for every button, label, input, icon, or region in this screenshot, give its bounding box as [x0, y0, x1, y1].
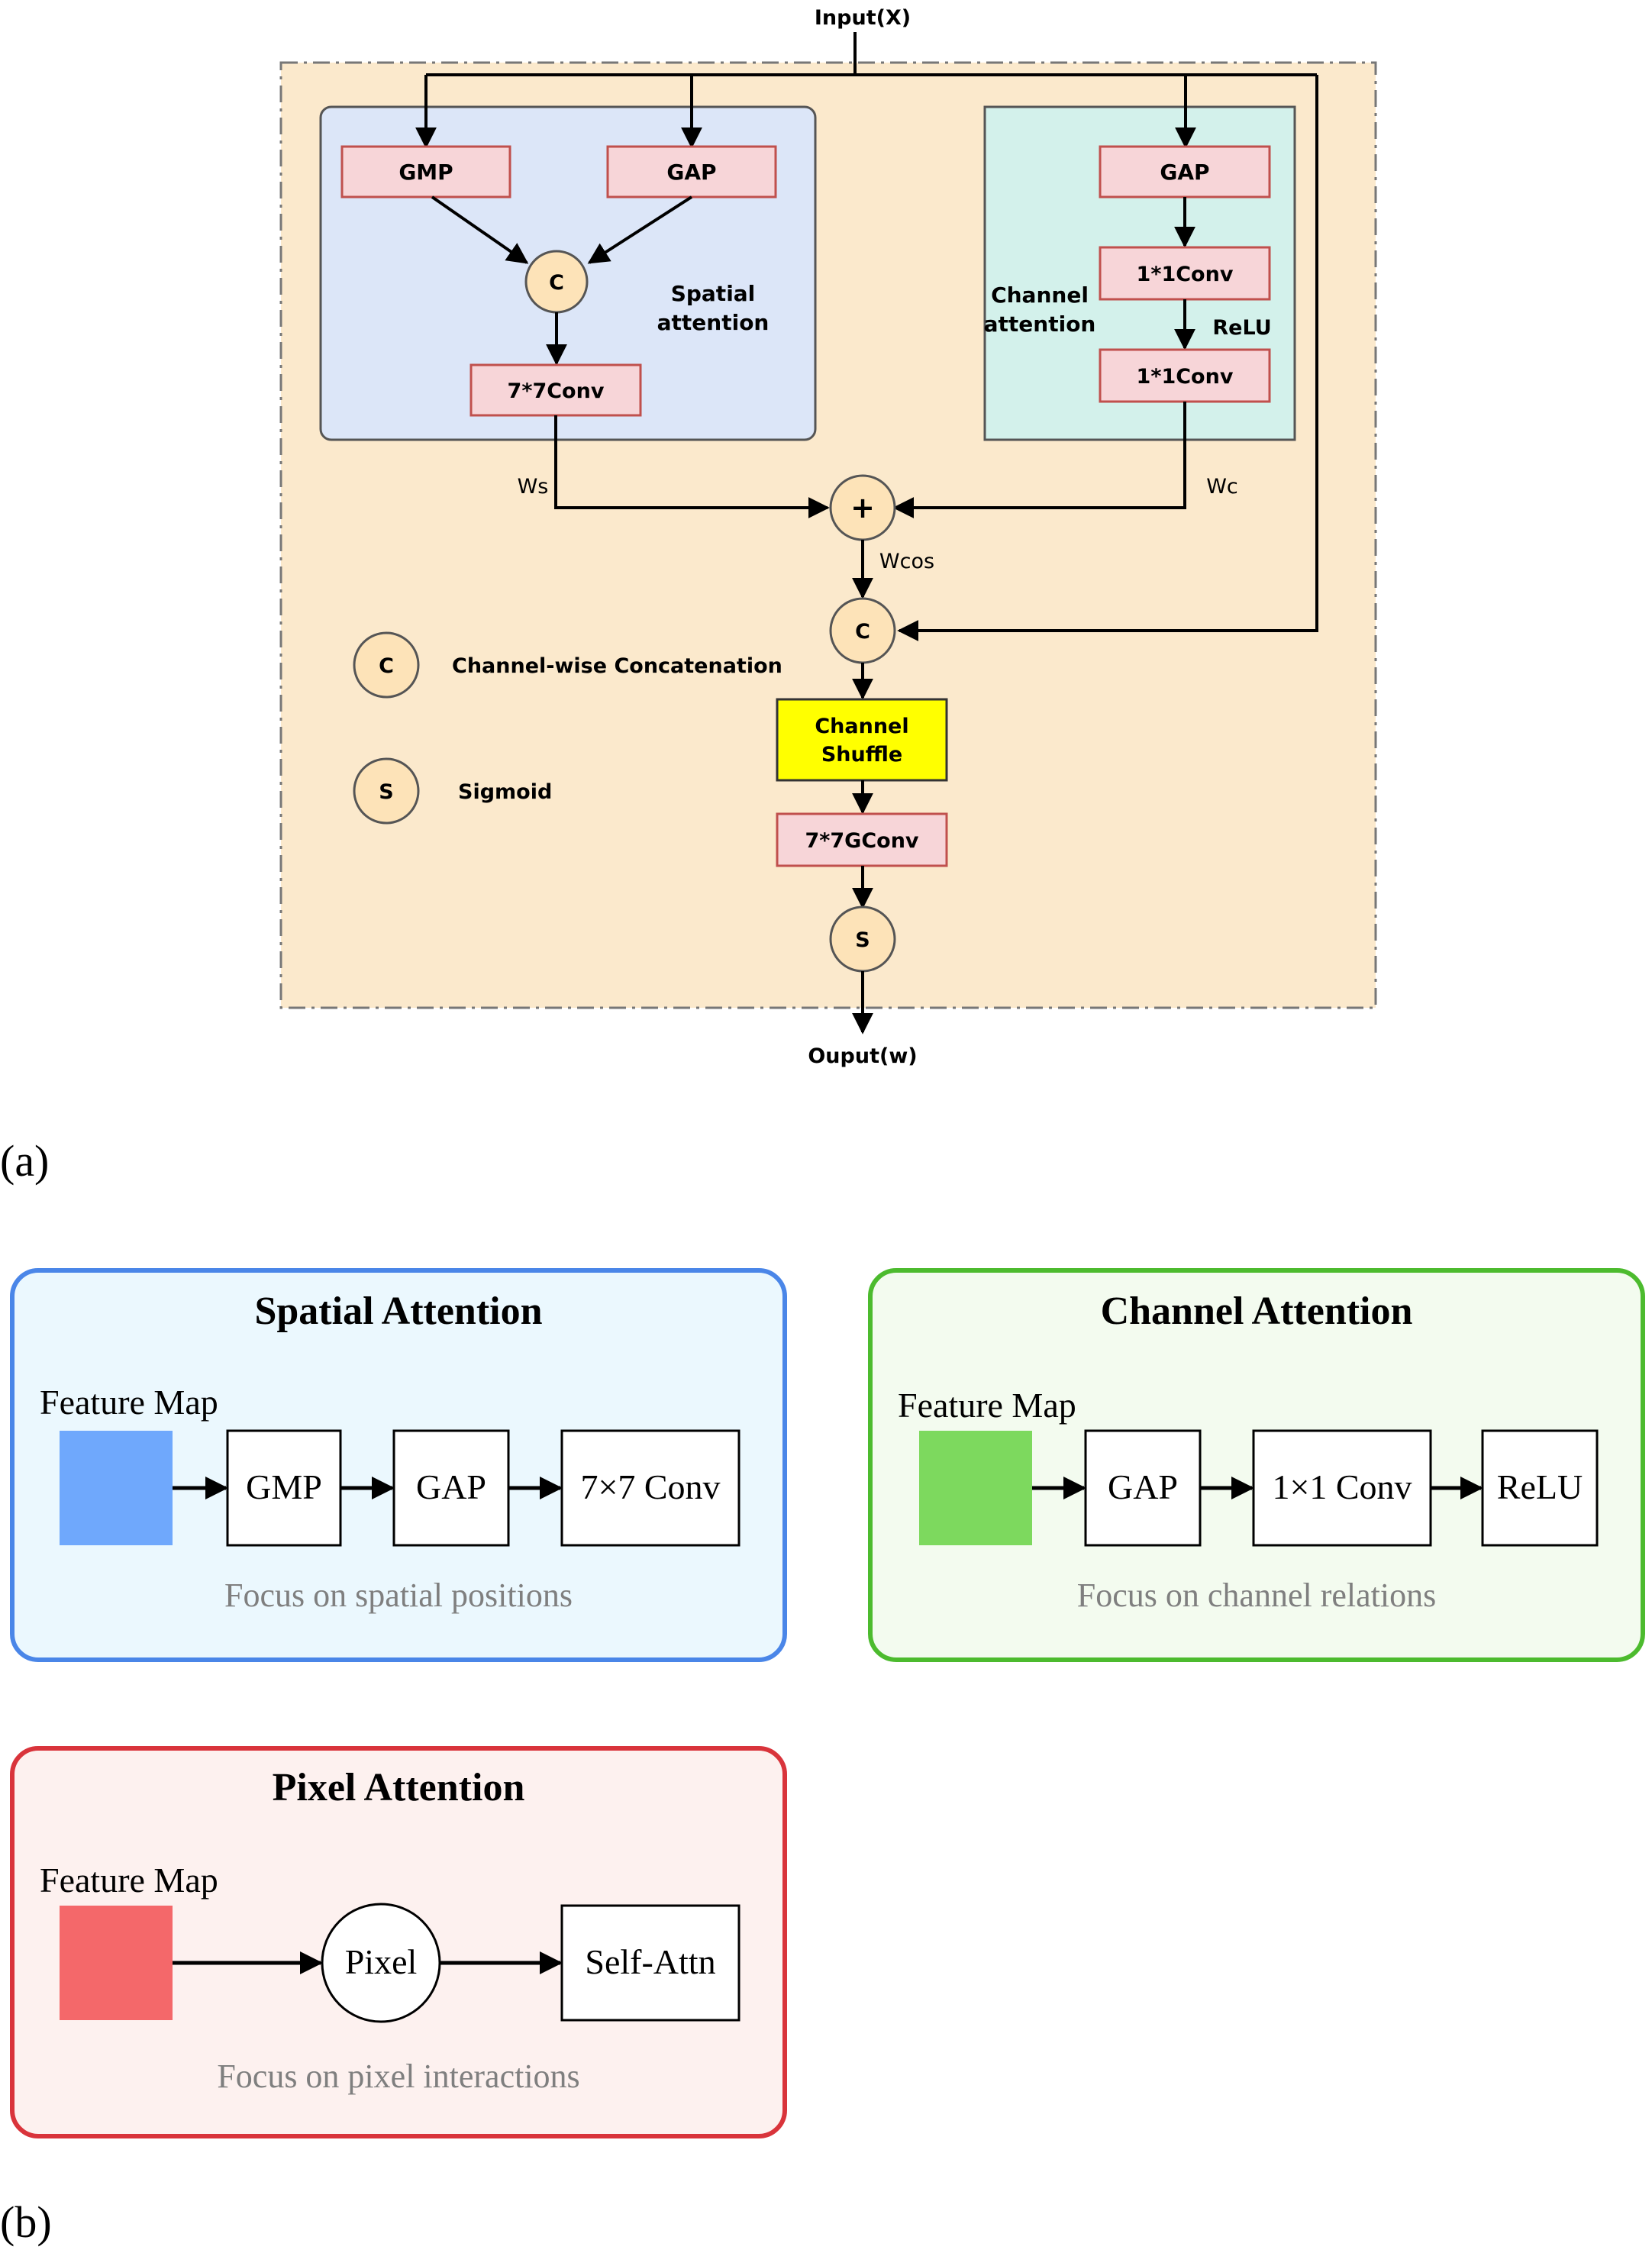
channel-card-title: Channel Attention	[1101, 1290, 1413, 1333]
spatial-gap-label: GAP	[416, 1467, 486, 1506]
wcos-label: Wcos	[879, 550, 934, 573]
pixel-selfattn-box	[560, 1904, 740, 2022]
input-label: Input(X)	[815, 6, 911, 30]
spatial-card-caption: Focus on spatial positions	[224, 1577, 573, 1614]
channel-attention-card: Channel Attention Feature Map GAP 1×1 Co…	[868, 1268, 1645, 1662]
shuffle-label-line1: Channel	[815, 715, 908, 738]
gmp-to-concat-arrow	[431, 195, 529, 264]
spatial-gmp-label: GMP	[246, 1467, 322, 1506]
gmp-block	[340, 145, 511, 199]
gmp-label: GMP	[398, 160, 453, 185]
spatial-conv-box-label: 7×7 Conv	[580, 1467, 720, 1506]
caption-a: (a)	[0, 1136, 49, 1186]
pixel-node-label: Pixel	[345, 1942, 418, 1981]
spatial-gap-box	[392, 1429, 510, 1547]
relu-label: ReLU	[1212, 316, 1271, 340]
legend-concat-text: Channel-wise Concatenation	[452, 654, 782, 678]
channel-attention-title-line2: attention	[984, 311, 1096, 337]
pixel-selfattn-label: Self-Attn	[585, 1942, 715, 1981]
sum-label: +	[850, 491, 875, 525]
channel-conv2-block	[1099, 348, 1271, 403]
spatial-feature-label: Feature Map	[40, 1383, 218, 1422]
channel-conv-box	[1252, 1429, 1432, 1547]
spatial-feature-map	[60, 1431, 173, 1545]
channel-shuffle-block	[776, 698, 948, 782]
ws-label: Ws	[518, 475, 549, 499]
channel-relu-box	[1481, 1429, 1599, 1547]
final-concat-label: C	[855, 620, 870, 644]
gap-block	[606, 145, 777, 199]
shuffle-label-line2: Shuffle	[821, 743, 902, 767]
channel-feature-map	[919, 1431, 1032, 1545]
sigmoid-label: S	[855, 928, 870, 952]
caption-b: (b)	[0, 2197, 52, 2247]
panel-a: Input(X) GMP GAP C Spatial attention 7*7…	[279, 6, 1377, 1068]
legend-concat-symbol	[353, 631, 420, 699]
legend-sigmoid-text: Sigmoid	[458, 780, 552, 804]
channel-conv1-label: 1*1Conv	[1137, 263, 1234, 286]
gap-label: GAP	[666, 160, 716, 185]
channel-conv1-block	[1099, 246, 1271, 301]
gconv-label: 7*7GConv	[805, 829, 918, 853]
spatial-gmp-box	[226, 1429, 342, 1547]
channel-conv-box-label: 1×1 Conv	[1272, 1467, 1412, 1506]
pixel-feature-map	[60, 1906, 173, 2020]
spatial-conv-box	[560, 1429, 740, 1547]
gconv-block	[776, 812, 948, 867]
pixel-card-title: Pixel Attention	[273, 1766, 525, 1809]
wc-label: Wc	[1206, 475, 1238, 499]
wc-path	[892, 402, 1186, 518]
input-skip-line	[897, 75, 1318, 641]
spatial-conv-label: 7*7Conv	[508, 379, 605, 403]
channel-card-caption: Focus on channel relations	[1077, 1577, 1436, 1614]
output-label: Ouput(w)	[808, 1044, 917, 1068]
gap-to-concat-arrow	[587, 195, 693, 264]
spatial-card-title: Spatial Attention	[254, 1290, 542, 1333]
pixel-feature-label: Feature Map	[40, 1861, 218, 1900]
spatial-attention-title-line2: attention	[657, 310, 770, 335]
legend-sigmoid-letter: S	[379, 780, 393, 804]
channel-attention-title-line1: Channel	[991, 282, 1089, 308]
channel-gap-box-label: GAP	[1108, 1467, 1178, 1506]
channel-gap-label: GAP	[1160, 160, 1209, 185]
channel-gap-box	[1084, 1429, 1202, 1547]
spatial-concat-label: C	[549, 271, 564, 295]
spatial-conv-block	[469, 363, 642, 417]
legend-sigmoid-symbol	[353, 757, 420, 825]
channel-conv2-label: 1*1Conv	[1137, 365, 1234, 389]
channel-gap-block	[1099, 145, 1271, 199]
spatial-attention-card: Spatial Attention Feature Map GMP GAP 7×…	[10, 1268, 787, 1662]
legend-concat-letter: C	[379, 654, 394, 678]
channel-feature-label: Feature Map	[898, 1386, 1076, 1425]
spatial-attention-title-line1: Spatial	[671, 281, 756, 306]
pixel-attention-card: Pixel Attention Feature Map Pixel Self-A…	[10, 1746, 787, 2138]
channel-relu-box-label: ReLU	[1497, 1467, 1583, 1506]
ws-path	[554, 415, 830, 518]
pixel-card-caption: Focus on pixel interactions	[217, 2058, 579, 2095]
